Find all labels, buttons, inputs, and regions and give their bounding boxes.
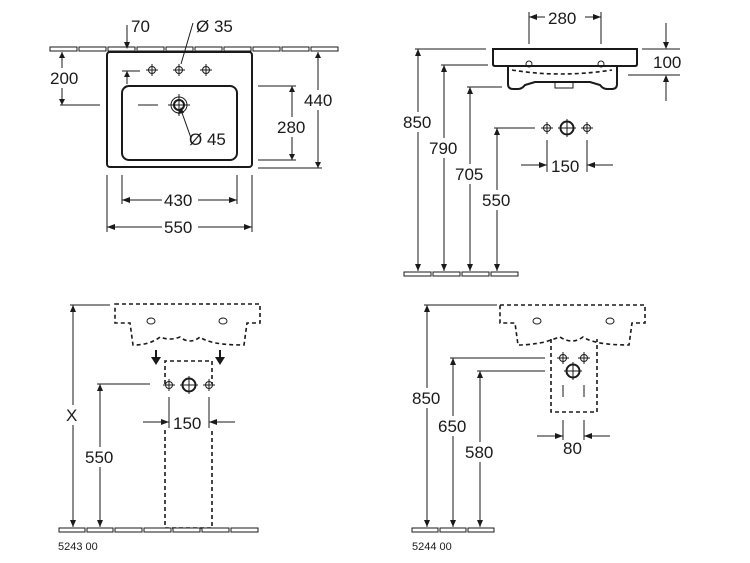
dim-label-overflow-280: 280 <box>548 9 576 28</box>
dim-label-705: 705 <box>455 165 483 184</box>
arrow-down-icon <box>151 357 161 365</box>
arrow-down-icon <box>215 357 225 365</box>
variant-b-view: 850 650 580 80 5244 00 <box>411 304 646 553</box>
article-number-a: 5243 00 <box>58 541 98 553</box>
dim-label-650: 650 <box>438 417 466 436</box>
dim-label-a-550: 550 <box>85 448 113 467</box>
basin-body-profile <box>507 66 618 90</box>
dim-label-850: 850 <box>403 113 431 132</box>
dim-label-280: 280 <box>277 118 305 137</box>
dim-label-550: 550 <box>164 218 192 237</box>
article-number-b: 5244 00 <box>412 541 452 553</box>
dim-label-790: 790 <box>429 139 457 158</box>
drain-connection <box>563 361 583 381</box>
dim-label-80: 80 <box>563 439 582 458</box>
dim-label-70: 70 <box>131 17 150 36</box>
side-view: 280 100 850 790 <box>402 9 681 277</box>
dim-label-x: X <box>66 406 77 425</box>
supply-connection <box>540 121 554 135</box>
dim-label-440: 440 <box>304 91 332 110</box>
supply-connection <box>556 351 570 365</box>
dim-label-side-150: 150 <box>551 157 579 176</box>
dim-label-side-550: 550 <box>482 191 510 210</box>
bowl-outline <box>121 85 238 161</box>
variant-a-view: X 550 150 5243 00 <box>58 303 261 553</box>
wall-strip <box>49 46 339 52</box>
dim-label-b-850: 850 <box>412 389 440 408</box>
floor-strip <box>411 527 495 533</box>
basin-rim-profile <box>492 48 638 67</box>
basin-outline-dashed <box>499 304 646 346</box>
dim-label-a-150: 150 <box>173 414 201 433</box>
pedestal-outline-dashed <box>164 430 213 529</box>
dim-label-430: 430 <box>164 191 192 210</box>
floor-strip <box>58 527 259 533</box>
dim-label-drain: Ø 45 <box>189 130 226 149</box>
dim-label-100: 100 <box>653 53 681 72</box>
tap-hole-main <box>172 63 186 77</box>
drain-connection <box>179 375 199 395</box>
tap-hole-marker <box>199 63 213 77</box>
tap-hole-marker <box>145 63 159 77</box>
supply-connection <box>580 121 594 135</box>
basin-outline-dashed <box>114 303 261 346</box>
supply-connection <box>202 378 216 392</box>
floor-strip <box>403 271 519 277</box>
dim-label-200: 200 <box>50 69 78 88</box>
dim-label-580: 580 <box>465 443 493 462</box>
top-view: 70 Ø 35 200 Ø 45 440 280 <box>48 17 339 237</box>
half-pedestal-outline-dashed <box>550 339 598 413</box>
drain-connection <box>557 118 577 138</box>
basin-outline <box>106 51 253 168</box>
dim-label-tap-hole: Ø 35 <box>196 17 233 36</box>
supply-connection <box>577 351 591 365</box>
